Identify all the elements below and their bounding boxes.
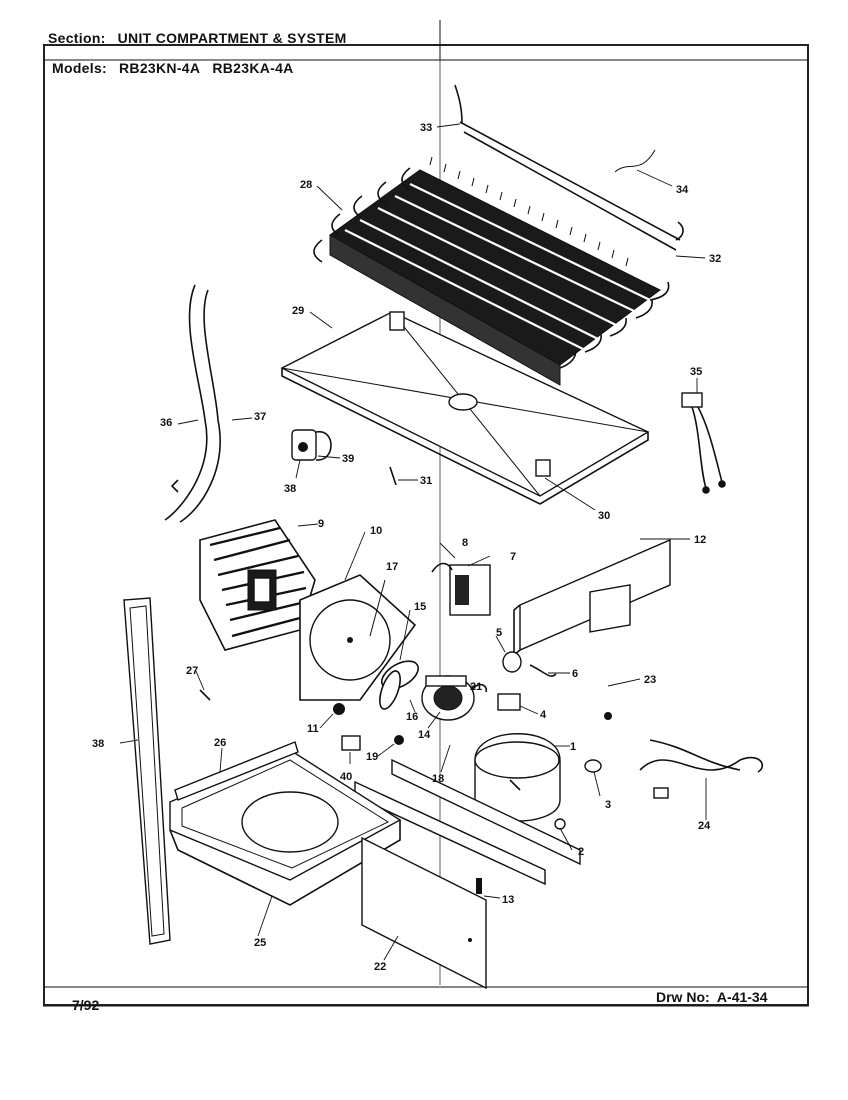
drain-tubes — [164, 284, 221, 523]
callout-40: 40 — [340, 771, 352, 783]
fan-blade — [379, 660, 419, 710]
wire-harness — [639, 739, 764, 799]
wire-34 — [614, 149, 656, 173]
callout-16: 16 — [406, 711, 418, 723]
drain-pan — [280, 311, 650, 505]
grommet-3 — [584, 759, 602, 773]
section-heading: Section: UNIT COMPARTMENT & SYSTEM — [48, 30, 347, 46]
thermostat-23 — [589, 584, 631, 720]
callout-37: 37 — [254, 411, 266, 423]
callout-11: 11 — [307, 723, 319, 735]
fan-shroud-coil — [199, 519, 316, 651]
overload-5 — [502, 651, 522, 673]
fan-housing — [299, 574, 417, 701]
wire-21 — [471, 683, 488, 693]
power-cord — [681, 392, 726, 494]
callout-18: 18 — [432, 773, 444, 785]
models-value: RB23KN-4A RB23KA-4A — [119, 60, 294, 76]
clamp — [291, 429, 332, 461]
wire-6 — [529, 664, 557, 677]
fan-motor — [421, 675, 475, 721]
relay-4 — [497, 693, 521, 711]
callout-23: 23 — [644, 674, 656, 686]
callout-33: 33 — [420, 122, 432, 134]
callout-34: 34 — [676, 184, 689, 196]
callout-1: 1 — [570, 741, 576, 753]
callout-8: 8 — [462, 537, 468, 549]
callout-39: 39 — [342, 453, 354, 465]
models-label: Models: — [52, 60, 107, 76]
callout-3: 3 — [605, 799, 611, 811]
callout-9: 9 — [318, 518, 324, 530]
compressor — [474, 733, 561, 822]
drain-pan-base — [169, 741, 402, 906]
callout-19: 19 — [366, 751, 378, 763]
drawing-number: Drw No: A-41-34 — [656, 989, 768, 1005]
section-label: Section: — [48, 30, 106, 46]
callout-38: 38 — [92, 738, 104, 750]
callout-35: 35 — [690, 366, 702, 378]
screw-27 — [199, 689, 211, 701]
relay-bracket — [431, 562, 491, 616]
callout-labels: 33 28 34 32 29 35 36 37 39 38 31 30 9 10… — [92, 122, 721, 973]
grommet-11 — [333, 703, 345, 715]
callout-28: 28 — [300, 179, 312, 191]
callout-17: 17 — [386, 561, 398, 573]
models-heading: Models: RB23KN-4A RB23KA-4A — [52, 60, 294, 76]
access-cover — [361, 836, 487, 990]
callout-21: 21 — [470, 681, 482, 693]
gasket — [123, 597, 171, 945]
callout-24: 24 — [698, 820, 711, 832]
callout-13: 13 — [502, 894, 514, 906]
leader-lines — [119, 123, 707, 961]
callout-5: 5 — [496, 627, 502, 639]
grommet-19 — [394, 735, 404, 745]
leader-17 — [369, 579, 386, 637]
callout-15: 15 — [414, 601, 426, 613]
clip-13 — [476, 878, 482, 894]
callout-10: 10 — [370, 525, 382, 537]
callout-14: 14 — [418, 729, 431, 741]
callout-38-clamp: 38 — [284, 483, 296, 495]
capacitor-40 — [341, 735, 361, 751]
callout-31: 31 — [420, 475, 432, 487]
callout-27: 27 — [186, 665, 198, 677]
screw-31 — [389, 466, 397, 486]
revision-date: 7/92 — [72, 997, 100, 1013]
callout-22: 22 — [374, 961, 386, 973]
callout-32: 32 — [709, 253, 721, 265]
callout-2: 2 — [578, 846, 584, 858]
callout-25: 25 — [254, 937, 266, 949]
tube-rail — [454, 84, 684, 251]
callout-7: 7 — [510, 551, 516, 563]
section-value: UNIT COMPARTMENT & SYSTEM — [117, 30, 347, 46]
callout-4: 4 — [540, 709, 547, 721]
callout-26: 26 — [214, 737, 226, 749]
callout-30: 30 — [598, 510, 610, 522]
diagram-frame — [43, 44, 809, 1006]
callout-36: 36 — [160, 417, 172, 429]
callout-29: 29 — [292, 305, 304, 317]
callout-6: 6 — [572, 668, 578, 680]
condenser-coil — [313, 156, 670, 386]
callout-12: 12 — [694, 534, 706, 546]
